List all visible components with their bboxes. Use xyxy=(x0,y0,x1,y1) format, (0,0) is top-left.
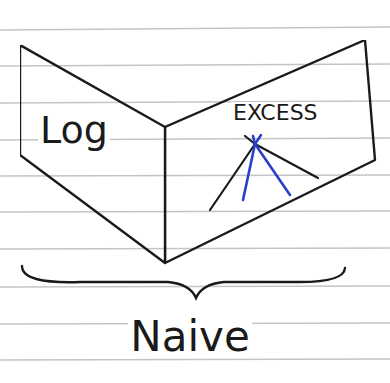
right-panel: EXCESS xyxy=(165,40,377,265)
label-wrap: Naive xyxy=(128,316,252,358)
star-stroke-blue xyxy=(243,144,255,200)
curly-brace xyxy=(22,266,345,298)
star-stroke xyxy=(210,144,255,210)
star-stroke xyxy=(245,136,255,144)
panel-outline xyxy=(165,40,377,265)
brace-label: Naive xyxy=(128,316,252,358)
star-stroke-blue xyxy=(255,144,290,195)
star-stroke xyxy=(255,144,318,178)
left-panel: Log xyxy=(20,45,168,265)
star-stroke-blue xyxy=(253,136,255,144)
panel-outline xyxy=(20,45,168,265)
panel-border xyxy=(20,45,165,263)
panel-label: Log xyxy=(38,111,110,149)
ruled-lines xyxy=(0,27,390,360)
panel-border xyxy=(165,40,375,263)
panel-label: EXCESS xyxy=(231,102,320,124)
